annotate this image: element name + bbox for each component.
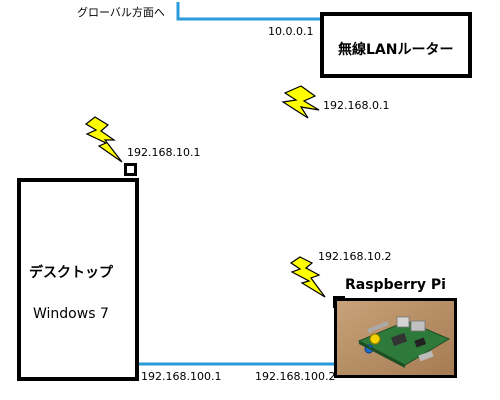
desktop-wifi-ip: 192.168.10.1 xyxy=(127,146,201,159)
pi-eth-ip: 192.168.100.2 xyxy=(255,370,336,383)
desktop-os: Windows 7 xyxy=(33,306,109,322)
desktop-name: デスクトップ xyxy=(29,265,113,281)
raspberry-pi-board-photo xyxy=(337,301,454,375)
router-lightning-bolt-icon xyxy=(281,85,320,119)
router-box: 無線LANルーター xyxy=(320,12,472,78)
desktop-lightning-bolt-icon xyxy=(84,116,123,163)
raspberry-pi-photo-frame xyxy=(334,298,457,378)
pi-wifi-ip: 192.168.10.2 xyxy=(318,250,392,263)
global-direction-label: グローバル方面へ xyxy=(77,6,165,19)
desktop-eth-ip: 192.168.100.1 xyxy=(141,370,222,383)
router-wan-ip: 10.0.0.1 xyxy=(268,25,314,38)
router-name: 無線LANルーター xyxy=(338,42,454,58)
pi-lightning-bolt-icon xyxy=(289,256,326,298)
router-lan-ip: 192.168.0.1 xyxy=(323,99,390,112)
pi-name: Raspberry Pi xyxy=(345,277,446,293)
desktop-box: デスクトップ Windows 7 xyxy=(17,178,139,381)
global-cable xyxy=(176,2,338,21)
desktop-wifi-port-icon xyxy=(124,163,137,176)
